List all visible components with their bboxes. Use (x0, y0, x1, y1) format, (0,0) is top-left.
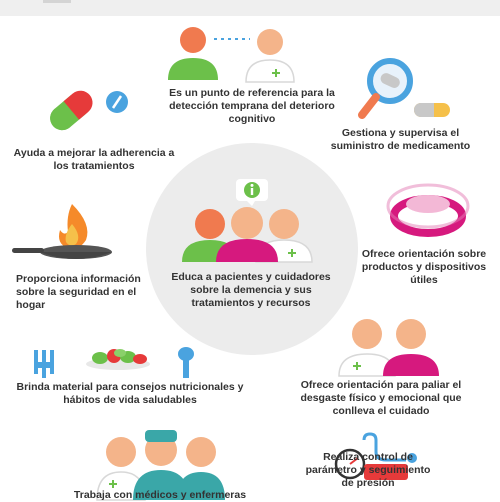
pill-icon (50, 90, 128, 131)
food-plate-icon (34, 347, 194, 378)
item-label-3: Gestiona y supervisa el suministro de me… (330, 127, 471, 152)
item-label-2: Ayuda a mejorar la adherencia a los trat… (13, 147, 175, 172)
magnifier-pill-icon (358, 58, 450, 119)
item-label-1: Es un punto de referencia para la detecc… (169, 87, 335, 125)
top-bar (0, 0, 500, 16)
center-people-icon (182, 207, 313, 263)
top-bar-tab (43, 0, 71, 3)
info-bubble-icon (236, 179, 268, 206)
item-label-7: Brinda material para consejos nutriciona… (16, 381, 244, 406)
blood-pressure-icon (334, 432, 417, 480)
caregiver-pair-icon (338, 319, 439, 377)
item-label-5: Educa a pacientes y cuidadores sobre la … (171, 271, 331, 309)
medical-team-icon (96, 430, 225, 501)
item-label-8: Ofrece orientación para paliar el desgas… (300, 379, 462, 417)
item-label-10: Realiza control de parámetro y seguimien… (305, 451, 431, 489)
device-ring-icon (386, 183, 470, 237)
pan-fire-icon (12, 204, 112, 259)
item-label-4: Proporciona información sobre la segurid… (16, 273, 141, 311)
item-label-6: Ofrece orientación sobre productos y dis… (361, 248, 487, 286)
item-label-9: Trabaja con médicos y enfermeras (73, 489, 247, 501)
people-chat-icon (168, 27, 295, 83)
